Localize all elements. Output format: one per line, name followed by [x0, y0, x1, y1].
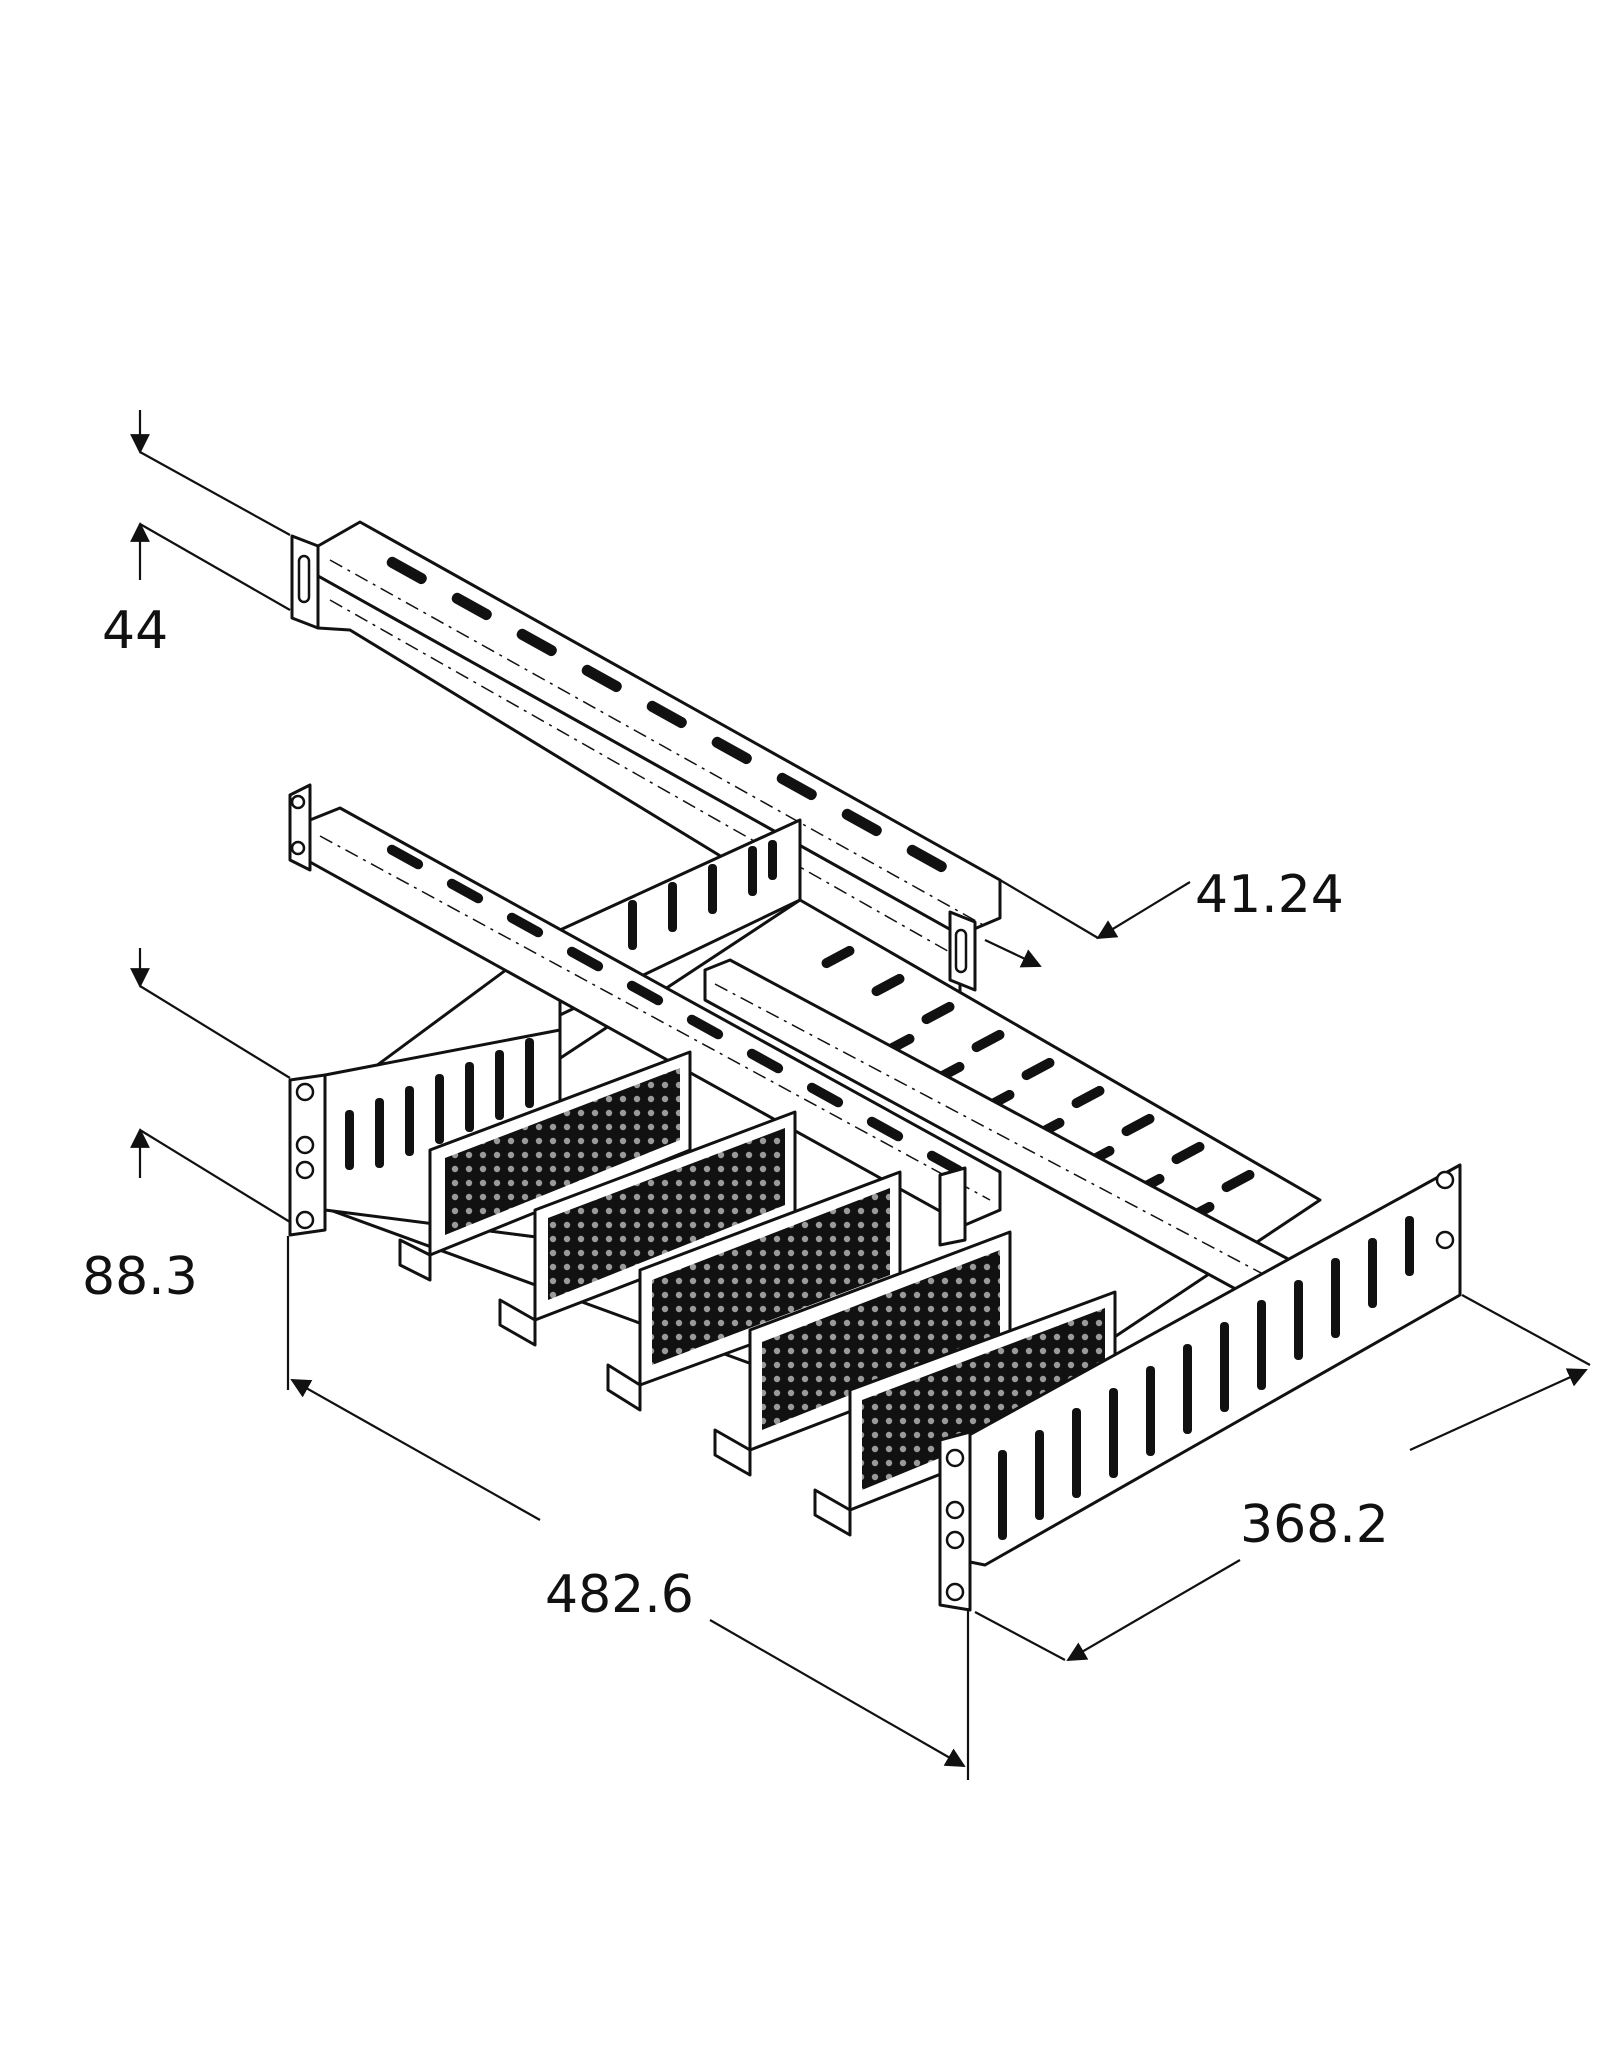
divider-4: [713, 1230, 1012, 1477]
right-panel-slots: [998, 1216, 1414, 1540]
perforated-dividers: [398, 1050, 1117, 1537]
dim-41-24-label: 41.24: [1195, 865, 1344, 925]
dim-368-2-label: 368.2: [1240, 1495, 1389, 1555]
dim-88-3-label: 88.3: [82, 1247, 198, 1307]
dimension-lines: [130, 410, 1591, 1780]
rail-ear-slot: [297, 554, 311, 604]
dim-44-label: 44: [102, 601, 168, 661]
right-ear-mount-hole: [945, 1448, 965, 1468]
dim-482-6-label: 482.6: [545, 1565, 694, 1625]
left-ear-mount-hole: [295, 1082, 315, 1102]
right-side-panel: [938, 1163, 1462, 1612]
rail-slots: [386, 556, 947, 873]
front-rail: [288, 783, 1002, 1247]
front-rail-slots: [386, 844, 964, 1176]
divider-2: [498, 1110, 797, 1347]
